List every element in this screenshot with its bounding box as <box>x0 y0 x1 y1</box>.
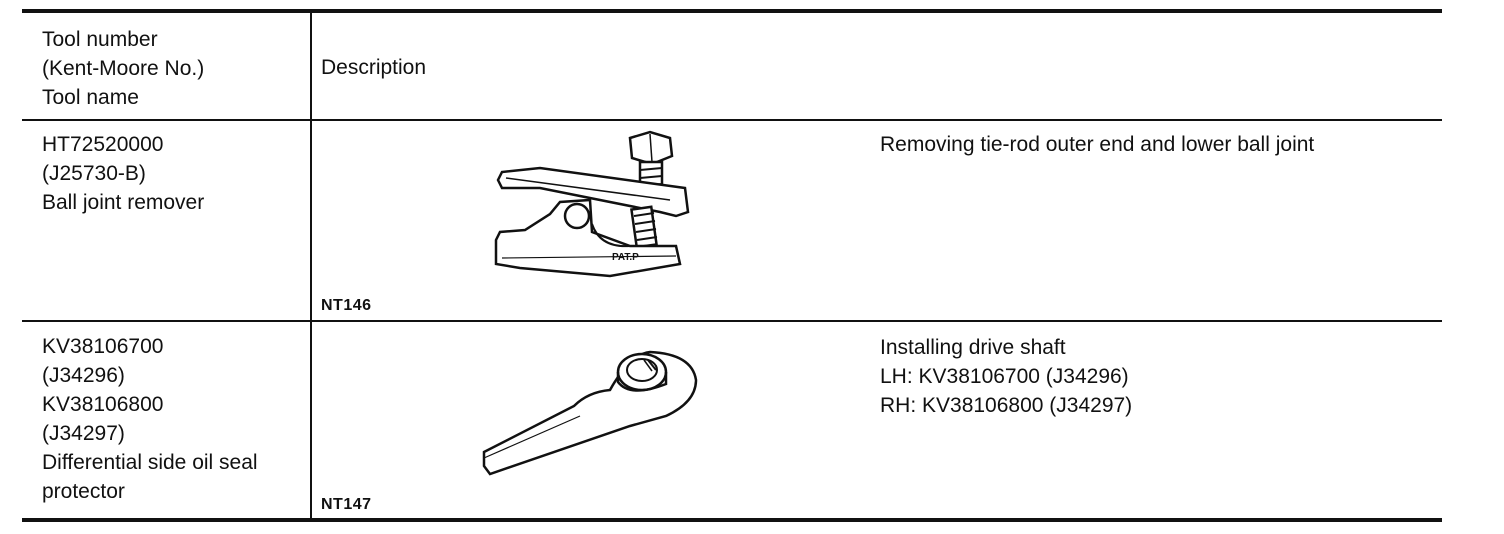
oil-seal-protector-icon <box>482 350 698 476</box>
description-line: LH: KV38106700 (J34296) <box>880 365 1129 388</box>
tool-number: KV38106800 <box>42 393 164 416</box>
column-divider <box>310 11 312 520</box>
description-line: Installing drive shaft <box>880 336 1066 359</box>
figure-code: NT147 <box>321 496 372 513</box>
figure-code: NT146 <box>321 297 372 314</box>
row2-description: Installing drive shaft LH: KV38106700 (J… <box>880 333 1132 420</box>
header-description: Description <box>321 56 427 79</box>
row1-tool-info: HT72520000 (J25730-B) Ball joint remover <box>42 130 204 217</box>
table-top-rule <box>22 9 1442 13</box>
header-tool-line: Tool name <box>42 86 139 109</box>
header-tool-line: Tool number <box>42 28 158 51</box>
kent-moore-number: (J34296) <box>42 364 125 387</box>
header-tool-line: (Kent-Moore No.) <box>42 57 205 80</box>
description-line: Removing tie-rod outer end and lower bal… <box>880 133 1315 156</box>
row-divider <box>22 320 1442 322</box>
row2-tool-info: KV38106700 (J34296) KV38106800 (J34297) … <box>42 332 258 506</box>
tool-number: HT72520000 <box>42 133 164 156</box>
header-divider <box>22 119 1442 121</box>
tool-name: protector <box>42 480 125 503</box>
kent-moore-number: (J34297) <box>42 422 125 445</box>
tool-name: Differential side oil seal <box>42 451 258 474</box>
ball-joint-remover-icon: PAT.P <box>494 130 690 278</box>
description-line: RH: KV38106800 (J34297) <box>880 394 1133 417</box>
table-bottom-rule <box>22 518 1442 522</box>
tool-number: KV38106700 <box>42 335 164 358</box>
header-tool-column: Tool number (Kent-Moore No.) Tool name <box>42 25 204 112</box>
kent-moore-number: (J25730-B) <box>42 162 146 185</box>
tool-name: Ball joint remover <box>42 191 205 214</box>
row1-description: Removing tie-rod outer end and lower bal… <box>880 130 1314 159</box>
pat-label: PAT.P <box>612 252 639 263</box>
